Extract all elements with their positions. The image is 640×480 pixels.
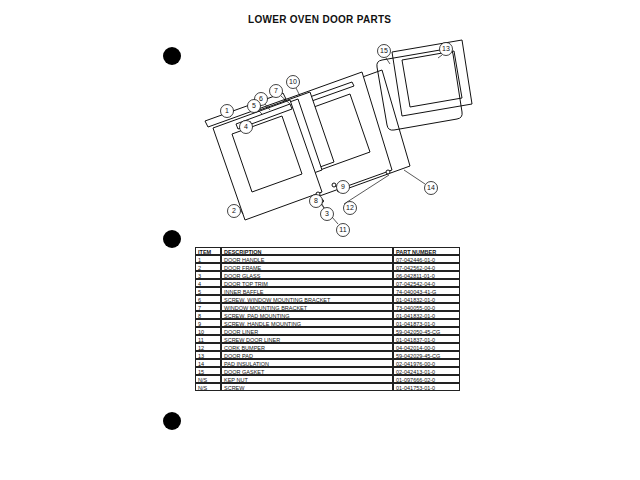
table-cell: 2 (195, 263, 221, 271)
table-cell: 6 (195, 295, 221, 303)
door-parts (205, 40, 472, 220)
table-cell: INNER BAFFLE (221, 287, 393, 295)
table-cell: SCREW, WINDOW MOUNTING BRACKET (221, 295, 393, 303)
callout-number: 13 (440, 43, 452, 55)
table-cell: 02-042413-01-0 (393, 367, 460, 375)
callout-number: 9 (337, 181, 349, 193)
table-cell: 01-041832-01-0 (393, 311, 460, 319)
table-cell: PAD INSULATION (221, 359, 393, 367)
table-header: DESCRIPTION (221, 247, 393, 255)
callout-number: 3 (321, 208, 333, 220)
table-cell: 01-097666-02-0 (393, 375, 460, 383)
table-cell: 9 (195, 319, 221, 327)
table-cell: 4 (195, 279, 221, 287)
table-cell: 01-041837-01-0 (393, 335, 460, 343)
table-cell: DOOR PAD (221, 351, 393, 359)
table-cell: WINDOW MOUNTING BRACKET (221, 303, 393, 311)
table-cell: DOOR GLASS (221, 271, 393, 279)
table-cell: DOOR LINER (221, 327, 393, 335)
table-cell: DOOR TOP TRIM (221, 279, 393, 287)
table-cell: CORK BUMPER (221, 343, 393, 351)
table-cell: 14 (195, 359, 221, 367)
table-cell: N/S (195, 375, 221, 383)
callout-number: 12 (344, 202, 356, 214)
table-cell: 07-042562-04-0 (393, 263, 460, 271)
table-cell: 06-042811-01-0 (393, 271, 460, 279)
callout-circles (221, 43, 453, 237)
table-cell: 8 (195, 311, 221, 319)
callout-number: 10 (287, 76, 299, 88)
table-cell: DOOR HANDLE (221, 255, 393, 263)
leader-lines (230, 55, 442, 224)
table-cell: 1 (195, 255, 221, 263)
table-cell: 74-040043-41-G (393, 287, 460, 295)
callout-number: 4 (240, 121, 252, 133)
table-cell: 5 (195, 287, 221, 295)
table-cell: 3 (195, 271, 221, 279)
table-cell: 10 (195, 327, 221, 335)
callout-number: 5 (248, 100, 260, 112)
table-cell: 07-042542-04-0 (393, 279, 460, 287)
punch-holes (163, 47, 181, 430)
table-header: ITEM (195, 247, 221, 255)
table-cell: 01-041873-01-0 (393, 319, 460, 327)
table-header: PART NUMBER (393, 247, 460, 255)
table-cell: 04-042014-00-0 (393, 343, 460, 351)
callout-number: 14 (425, 182, 437, 194)
table-cell: SCREW, HANDLE MOUNTING (221, 319, 393, 327)
callout-number: 6 (255, 93, 267, 105)
table-cell: 12 (195, 343, 221, 351)
callout-number: 7 (270, 85, 282, 97)
table-cell: 11 (195, 335, 221, 343)
table-cell: 15 (195, 367, 221, 375)
table-cell: 07-042446-01-0 (393, 255, 460, 263)
callout-number: 1 (221, 105, 233, 117)
table-cell: KEP NUT (221, 375, 393, 383)
table-cell: 59-042050-45-CG (393, 327, 460, 335)
table-cell: N/S (195, 383, 221, 391)
callout-number: 2 (228, 205, 240, 217)
table-cell: 02-041976-00-0 (393, 359, 460, 367)
callout-number: 11 (337, 224, 349, 236)
table-cell: DOOR FRAME (221, 263, 393, 271)
table-cell: 7 (195, 303, 221, 311)
callout-number: 8 (310, 195, 322, 207)
table-cell: 01-041753-01-0 (393, 383, 460, 391)
table-cell: 13 (195, 351, 221, 359)
table-cell: 01-041832-01-0 (393, 295, 460, 303)
page-title: LOWER OVEN DOOR PARTS (248, 14, 391, 25)
table-cell: SCREW, PAD MOUNTING (221, 311, 393, 319)
table-cell: SCREW (221, 383, 393, 391)
table-cell: 59-042029-45-CG (393, 351, 460, 359)
table-cell: SCREW DOOR LINER (221, 335, 393, 343)
callout-number: 15 (378, 45, 390, 57)
table-cell: 73-040055-00-0 (393, 303, 460, 311)
table-cell: DOOR GASKET (221, 367, 393, 375)
